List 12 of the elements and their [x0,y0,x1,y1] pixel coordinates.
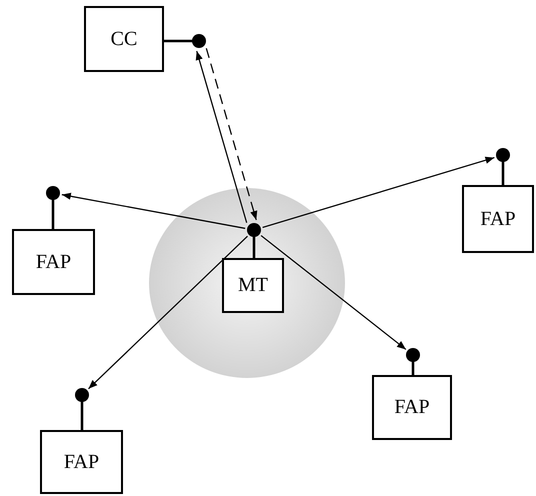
arrow [206,48,258,220]
arrow [262,156,495,228]
arrow [88,236,248,390]
device-box: CC [84,6,164,72]
arrow [260,235,406,350]
device-box: FAP [40,430,123,494]
arrow [196,50,248,223]
arrow [62,192,246,229]
device-box: FAP [12,229,95,295]
device-box: MT [222,258,284,313]
device-box: FAP [372,375,452,440]
device-box: FAP [462,185,534,253]
